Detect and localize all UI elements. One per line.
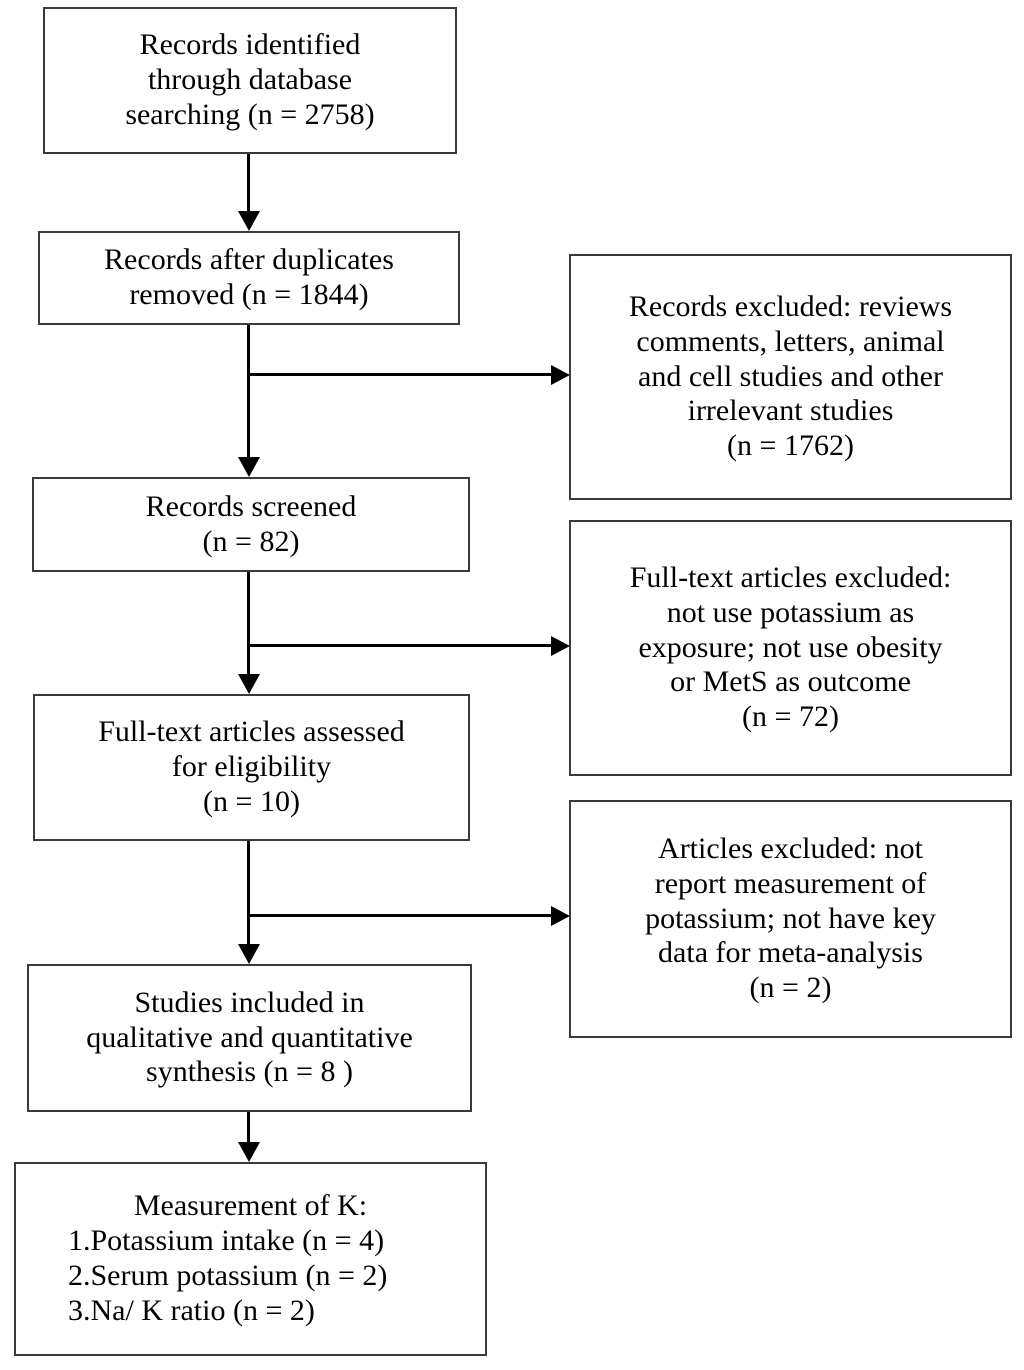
flow-box-line: through database bbox=[147, 63, 353, 97]
arrowhead-down-to-included bbox=[238, 944, 260, 964]
flow-box-records-identified: Records identified through database sear… bbox=[43, 7, 457, 154]
exclusion-box-line: Full-text articles excluded: bbox=[629, 561, 952, 594]
connector-screened-to-fulltext bbox=[247, 572, 250, 675]
flow-box-line: 2.Serum potassium (n = 2) bbox=[68, 1259, 388, 1292]
exclusion-box-line: (n = 2) bbox=[749, 971, 832, 1005]
connector-to-fulltext-excluded bbox=[247, 644, 552, 647]
exclusion-box-line: potassium; not have key bbox=[645, 901, 936, 935]
exclusion-box-line: report measurement of bbox=[654, 866, 927, 900]
flow-box-line: removed (n = 1844) bbox=[129, 278, 369, 311]
exclusion-box-line: data for meta-analysis bbox=[658, 936, 923, 970]
exclusion-box-line: irrelevant studies bbox=[687, 394, 894, 428]
connector-to-records-excluded bbox=[247, 373, 552, 376]
connector-included-to-measurement bbox=[247, 1112, 250, 1143]
flow-box-line: Records identified bbox=[139, 28, 361, 62]
flow-box-line: (n = 10) bbox=[203, 784, 300, 818]
flow-box-line: searching (n = 2758) bbox=[125, 97, 375, 131]
flow-box-line: Records after duplicates bbox=[104, 243, 394, 277]
arrowhead-down-to-measurement bbox=[238, 1142, 260, 1162]
arrowhead-right-to-fulltext-excluded bbox=[551, 636, 570, 656]
arrowhead-right-to-articles-excluded bbox=[551, 906, 570, 926]
flow-box-records-after-duplicates: Records after duplicates removed (n = 18… bbox=[38, 231, 460, 325]
exclusion-box-line: exposure; not use obesity bbox=[638, 630, 943, 664]
exclusion-box-line: Articles excluded: not bbox=[658, 832, 923, 865]
exclusion-box-line: (n = 1762) bbox=[727, 429, 854, 463]
flow-box-line: qualitative and quantitative bbox=[86, 1020, 413, 1054]
exclusion-box-line: Records excluded: reviews bbox=[628, 290, 953, 323]
arrowhead-right-to-records-excluded bbox=[551, 365, 570, 385]
arrowhead-down-to-fulltext bbox=[238, 674, 260, 694]
flow-box-line: synthesis (n = 8 ) bbox=[146, 1055, 353, 1089]
arrowhead-down-to-duplicates bbox=[238, 211, 260, 231]
flow-box-records-screened: Records screened (n = 82) bbox=[32, 477, 470, 572]
connector-identified-to-duplicates bbox=[247, 154, 250, 214]
flow-box-line: 1.Potassium intake (n = 4) bbox=[68, 1224, 385, 1258]
flow-box-line: for eligibility bbox=[171, 750, 332, 784]
flow-box-line: Records screened bbox=[145, 489, 357, 523]
flow-box-fulltext-assessed: Full-text articles assessed for eligibil… bbox=[33, 694, 470, 841]
connector-to-articles-excluded bbox=[247, 914, 552, 917]
exclusion-box-line: (n = 72) bbox=[742, 700, 839, 734]
exclusion-box-line: and cell studies and other bbox=[638, 359, 943, 393]
flow-box-measurement-of-k: Measurement of K: 1.Potassium intake (n … bbox=[14, 1162, 487, 1356]
flow-box-line: 3.Na/ K ratio (n = 2) bbox=[68, 1293, 315, 1327]
flow-box-line: (n = 82) bbox=[202, 524, 300, 558]
connector-duplicates-to-screened bbox=[247, 325, 250, 458]
exclusion-box-records-excluded: Records excluded: reviews comments, lett… bbox=[569, 254, 1012, 500]
arrowhead-down-to-screened bbox=[238, 457, 260, 477]
flow-box-line: Studies included in bbox=[134, 985, 365, 1019]
connector-fulltext-to-included bbox=[247, 841, 250, 945]
exclusion-box-line: not use potassium as bbox=[666, 595, 915, 629]
flow-box-line: Full-text articles assessed bbox=[98, 715, 405, 749]
exclusion-box-line: comments, letters, animal bbox=[636, 324, 945, 358]
flow-box-included-synthesis: Studies included in qualitative and quan… bbox=[27, 964, 472, 1112]
exclusion-box-line: or MetS as outcome bbox=[670, 665, 911, 699]
exclusion-box-fulltext-excluded: Full-text articles excluded: not use pot… bbox=[569, 520, 1012, 776]
exclusion-box-articles-excluded: Articles excluded: not report measuremen… bbox=[569, 800, 1012, 1038]
flow-box-line: Measurement of K: bbox=[133, 1189, 368, 1223]
